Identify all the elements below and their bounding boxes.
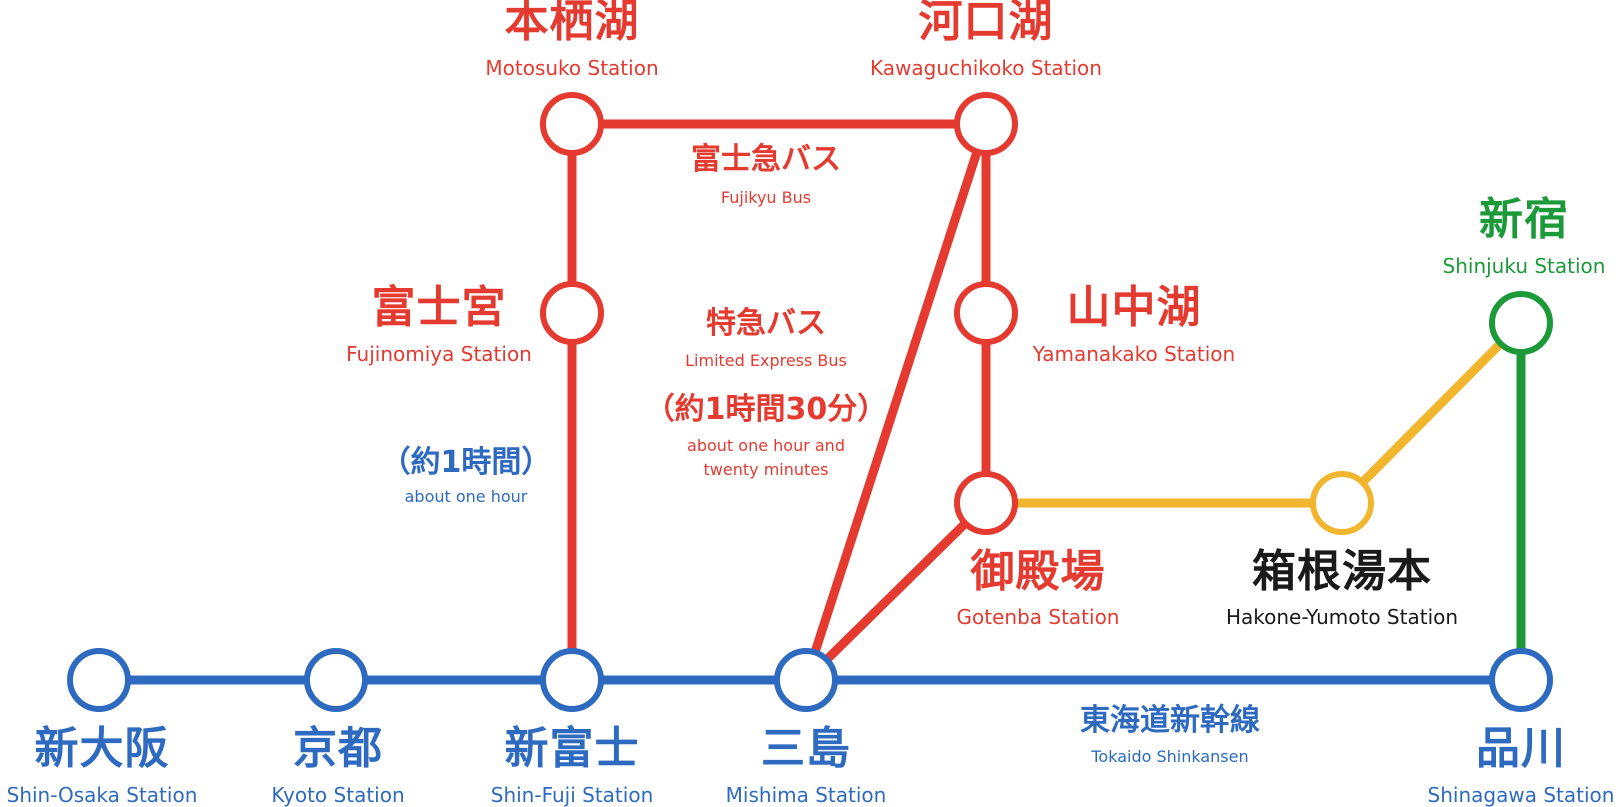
station-motosuko-en: Motosuko Station (485, 56, 659, 80)
station-hakone-yumoto-en: Hakone-Yumoto Station (1225, 605, 1459, 629)
station-circle-yamanakako (954, 281, 1018, 345)
duration-fujinomiya-en: about one hour (404, 487, 528, 506)
station-hakone-yumoto-jp: 箱根湯本 (1252, 546, 1432, 597)
limited-express-bus-line (801, 119, 991, 685)
station-circle-shinjuku (1489, 291, 1553, 355)
station-circle-hakone-yumoto (1310, 471, 1374, 535)
duration-express-jp: （約1時間30分） (644, 392, 888, 427)
route-fujikyu-bus-en: Fujikyu Bus (720, 188, 812, 207)
station-shin-fuji-en: Shin-Fuji Station (490, 783, 654, 807)
station-shinagawa-en: Shinagawa Station (1427, 783, 1615, 807)
station-shinagawa-jp: 品川 (1476, 723, 1566, 774)
station-circle-kyoto (304, 648, 368, 712)
duration-express-en-line1: about one hour and (687, 436, 845, 455)
station-gotenba-jp: 御殿場 (970, 546, 1106, 597)
route-fujikyu-bus-jp: 富士急バス (691, 142, 841, 177)
duration-fujinomiya-jp: （約1時間） (380, 445, 552, 480)
station-shin-fuji-jp: 新富士 (504, 723, 640, 774)
station-fujinomiya-en: Fujinomiya Station (346, 342, 532, 366)
duration-express-en-line2: twenty minutes (703, 460, 829, 479)
station-circle-mishima (774, 648, 838, 712)
station-kyoto-jp: 京都 (293, 723, 383, 774)
route-limited-express-bus-en: Limited Express Bus (685, 351, 847, 370)
station-mishima-en: Mishima Station (725, 783, 887, 807)
station-motosuko-jp: 本栖湖 (504, 0, 640, 47)
station-circle-shin-osaka (67, 648, 131, 712)
station-circle-kawaguchiko (954, 92, 1018, 156)
gotenba-mishima-line (801, 498, 991, 685)
station-yamanakako-jp: 山中湖 (1066, 282, 1202, 333)
station-circle-shin-fuji (540, 648, 604, 712)
station-fujinomiya-jp: 富士宮 (371, 282, 507, 333)
station-mishima-jp: 三島 (761, 723, 851, 774)
route-limited-express-bus-jp: 特急バス (706, 306, 826, 341)
station-circle-motosuko (540, 92, 604, 156)
station-shinjuku-jp: 新宿 (1479, 194, 1569, 245)
station-kyoto-en: Kyoto Station (271, 783, 405, 807)
station-gotenba-en: Gotenba Station (956, 605, 1120, 629)
station-yamanakako-en: Yamanakako Station (1032, 342, 1236, 366)
station-circle-shinagawa (1489, 648, 1553, 712)
station-circle-fujinomiya (540, 281, 604, 345)
station-kawaguchiko-jp: 河口湖 (918, 0, 1054, 47)
route-tokaido-shinkansen-en: Tokaido Shinkansen (1091, 747, 1249, 766)
station-shinjuku-en: Shinjuku Station (1442, 254, 1606, 278)
station-shin-osaka-jp: 新大阪 (34, 723, 170, 774)
route-tokaido-shinkansen-jp: 東海道新幹線 (1080, 703, 1260, 738)
station-kawaguchiko-en: Kawaguchikoko Station (870, 56, 1102, 80)
station-circle-gotenba (954, 471, 1018, 535)
station-shin-osaka-en: Shin-Osaka Station (6, 783, 198, 807)
